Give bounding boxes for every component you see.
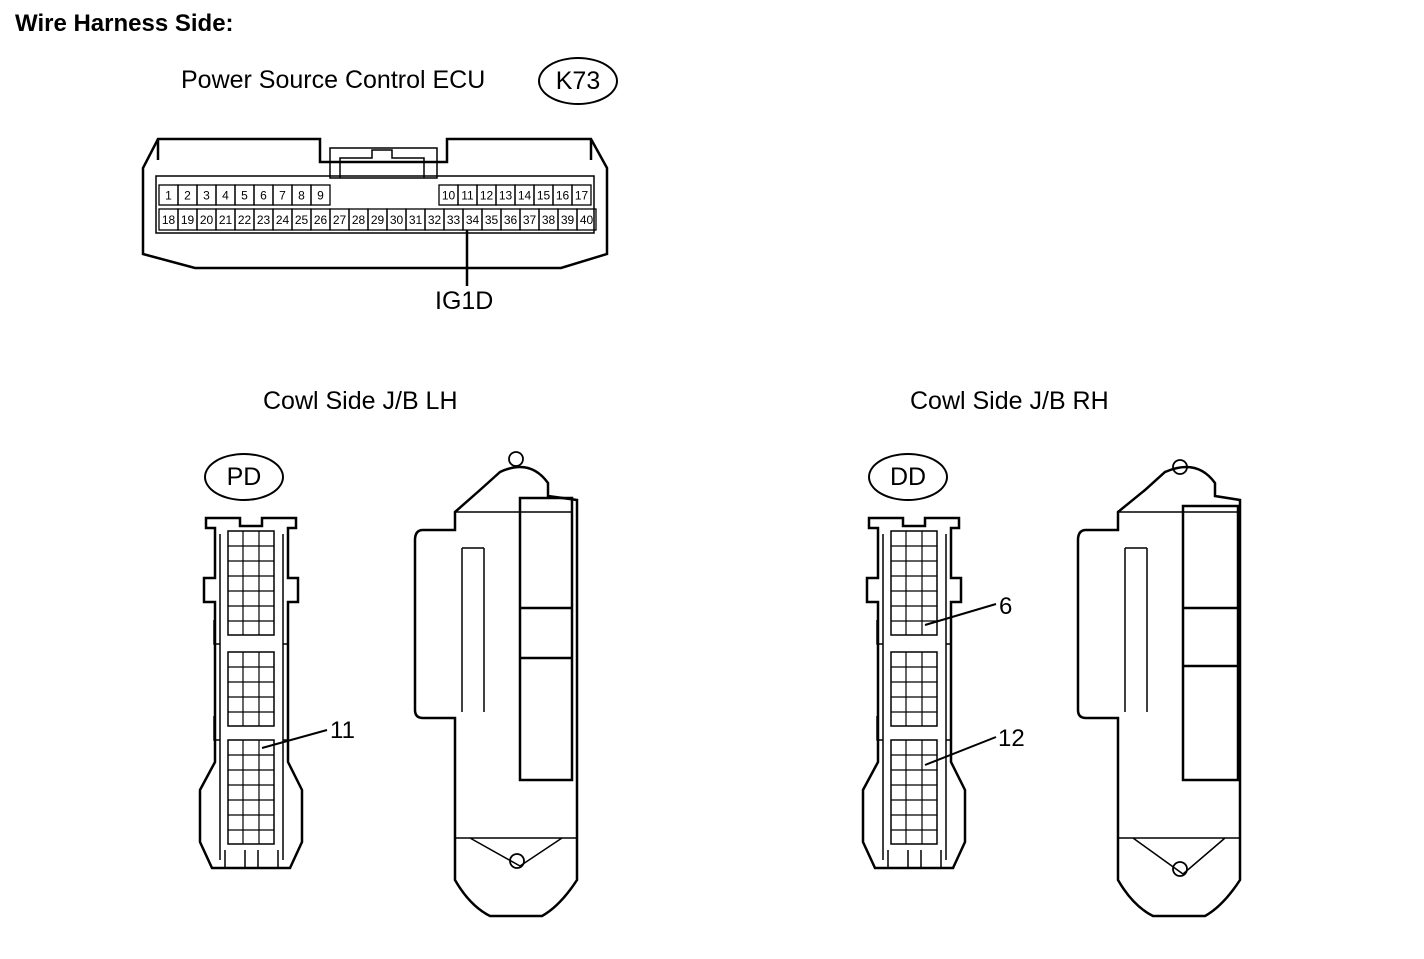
ecu-connector-housing	[141, 137, 609, 270]
jb-rh-cavity-grid	[891, 531, 937, 844]
ecu-terminal-number: 11	[461, 189, 474, 203]
jb-rh-title: Cowl Side J/B RH	[910, 387, 1109, 415]
ecu-terminal-number: 21	[219, 213, 233, 227]
ecu-terminal-number: 8	[298, 189, 305, 203]
ecu-terminal-number: 35	[485, 213, 499, 227]
ecu-terminal-number: 10	[442, 189, 456, 203]
jb-lh-terminal-label: 11	[330, 717, 355, 744]
jb-lh-code-label: PD	[226, 462, 262, 491]
ecu-code-label: K73	[555, 66, 601, 95]
ecu-terminal-number: 15	[537, 189, 551, 203]
ecu-terminal-number: 32	[428, 213, 442, 227]
ecu-terminal-number: 14	[518, 189, 532, 203]
ecu-terminal-label: IG1D	[435, 287, 494, 315]
ecu-terminal-number: 27	[333, 213, 347, 227]
ecu-terminal-number: 3	[203, 189, 210, 203]
ecu-terminal-number: 2	[184, 189, 191, 203]
ecu-terminal-number: 5	[241, 189, 248, 203]
ecu-terminal-number: 40	[580, 213, 594, 227]
ecu-terminal-number: 1	[165, 189, 172, 203]
ecu-terminal-row-2: 18 19 20 21 22 23 24 25 26 27 28 29 30 31 32 33 34 35 36 37…	[158, 208, 597, 231]
ecu-terminal-number: 33	[447, 213, 461, 227]
jb-rh-side-view	[1076, 459, 1242, 918]
ecu-terminal-number: 22	[238, 213, 252, 227]
page-heading: Wire Harness Side:	[15, 10, 234, 37]
ecu-terminal-number: 17	[575, 189, 589, 203]
ecu-terminal-number: 28	[352, 213, 366, 227]
ecu-name-label: Power Source Control ECU	[181, 66, 486, 94]
ecu-terminal-number: 30	[390, 213, 404, 227]
ecu-terminal-number: 29	[371, 213, 385, 227]
ecu-terminal-number: 20	[200, 213, 214, 227]
jb-rh-connector	[861, 516, 967, 870]
ecu-terminal-number: 24	[276, 213, 290, 227]
ecu-terminal-number: 4	[222, 189, 229, 203]
ecu-terminal-number: 38	[542, 213, 556, 227]
ecu-code-badge: K73	[538, 57, 618, 105]
jb-lh-terminal-leader-line	[261, 729, 328, 749]
jb-rh-code-label: DD	[889, 462, 927, 491]
jb-lh-side-view	[413, 451, 579, 918]
ecu-terminal-number: 39	[561, 213, 575, 227]
jb-rh-code-badge: DD	[868, 453, 948, 501]
jb-rh-terminal-top-leader-line	[924, 603, 997, 626]
ecu-terminal-number: 7	[279, 189, 286, 203]
ecu-terminal-number: 9	[317, 189, 324, 203]
jb-lh-connector	[198, 516, 304, 870]
ecu-terminal-number: 12	[480, 189, 494, 203]
ecu-terminal-number: 18	[162, 213, 176, 227]
ecu-terminal-cell	[571, 184, 592, 206]
jb-lh-cavity-grid	[228, 531, 274, 844]
ecu-terminal-number: 13	[499, 189, 513, 203]
jb-rh-terminal-bottom-leader-line	[924, 736, 997, 766]
ecu-terminal-number: 6	[260, 189, 267, 203]
ecu-terminal-number: 36	[504, 213, 518, 227]
ecu-terminal-cell	[576, 208, 597, 231]
ecu-terminal-number: 26	[314, 213, 328, 227]
jb-lh-code-badge: PD	[204, 453, 284, 501]
ecu-terminal-number: 23	[257, 213, 271, 227]
ecu-terminal-number: 25	[295, 213, 309, 227]
ecu-terminal-number: 19	[181, 213, 195, 227]
jb-lh-title: Cowl Side J/B LH	[263, 387, 458, 415]
ecu-terminal-row-1-right: 10 11 12 13 14 15 16 17	[438, 184, 592, 206]
jb-rh-terminal-bottom-label: 12	[998, 725, 1025, 752]
ecu-terminal-number: 37	[523, 213, 537, 227]
ecu-terminal-cell	[310, 184, 331, 206]
ecu-terminal-number: 31	[409, 213, 423, 227]
jb-rh-terminal-top-label: 6	[999, 593, 1012, 620]
ecu-terminal-number: 34	[466, 213, 480, 227]
ecu-terminal-number: 16	[556, 189, 570, 203]
